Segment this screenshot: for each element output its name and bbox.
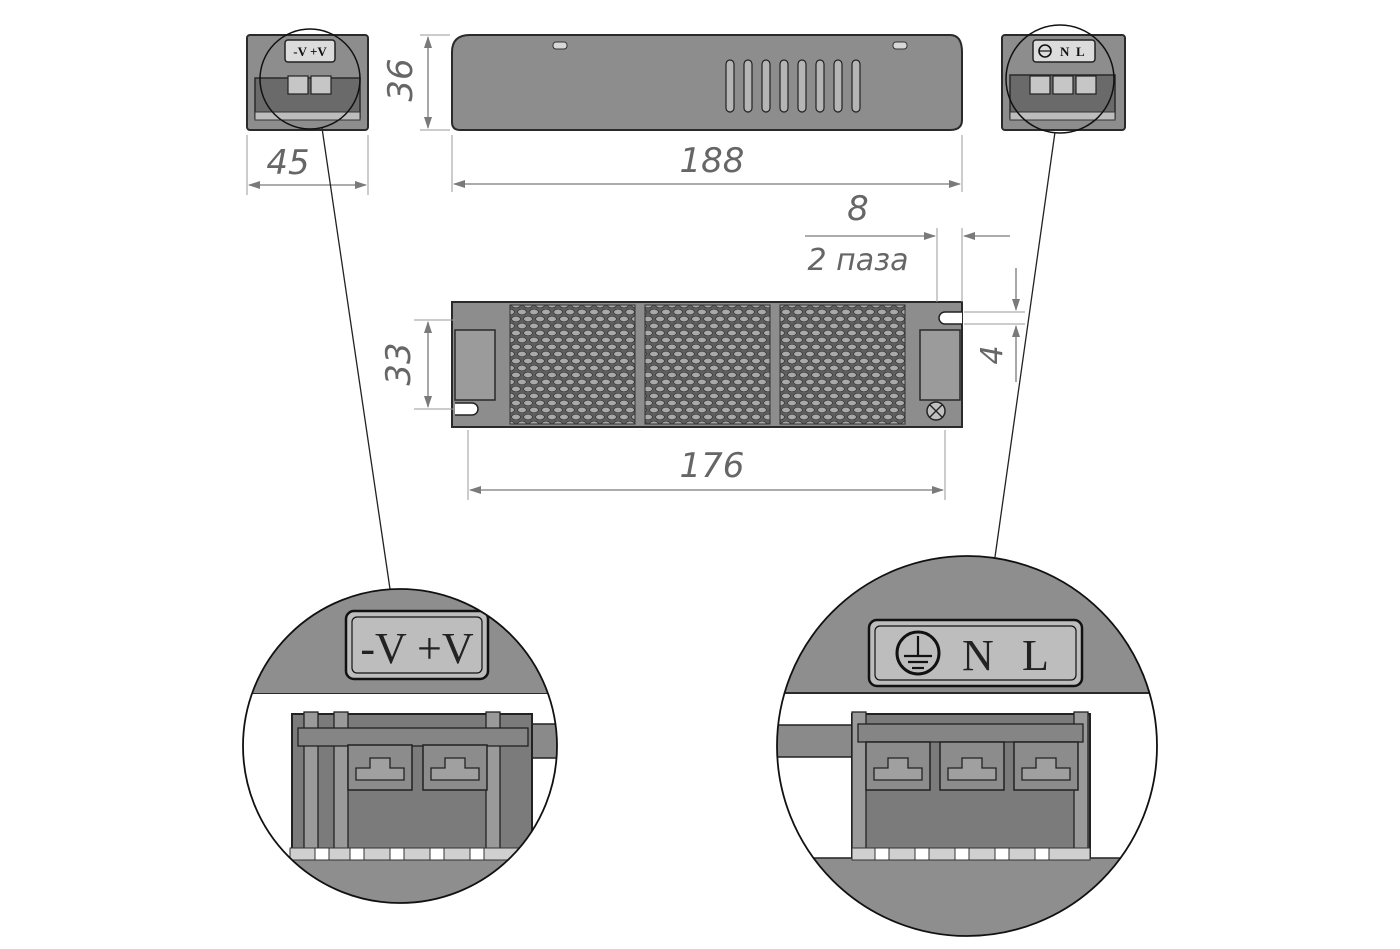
- leader-input: [994, 131, 1056, 558]
- top-view: [451, 301, 963, 428]
- side-view: [451, 34, 963, 131]
- dimension-176: 176: [467, 430, 946, 500]
- height-33-label: 33: [379, 342, 419, 385]
- length-176-label: 176: [680, 446, 745, 486]
- output-terminal-label: -V +V: [360, 624, 473, 673]
- dimension-8-slots: 8 2 паза: [805, 189, 1010, 302]
- length-188-label: 188: [680, 141, 745, 181]
- end-view-output: -V +V: [246, 28, 369, 131]
- height-36-label: 36: [381, 58, 421, 101]
- dimension-33: 33: [379, 319, 455, 410]
- input-l-label: L: [1022, 631, 1049, 680]
- dimension-4: 4: [964, 268, 1025, 382]
- vent-slots: [725, 59, 861, 113]
- slot-depth-4-label: 4: [975, 345, 1010, 364]
- slot-width-8-label: 8: [847, 189, 869, 229]
- leader-output: [321, 127, 391, 590]
- end-view-input: N L: [1001, 24, 1126, 134]
- output-label-small: -V +V: [293, 44, 327, 59]
- detail-input-terminals: N L: [776, 555, 1158, 937]
- input-n-label: N: [962, 631, 994, 680]
- dimension-36: 36: [381, 34, 450, 131]
- ground-icon: [895, 630, 941, 676]
- dimension-188: 188: [451, 135, 963, 192]
- dimension-45: 45: [246, 135, 369, 195]
- input-l-label-small: L: [1076, 44, 1085, 59]
- slot-count-label: 2 паза: [808, 243, 909, 278]
- detail-output-terminals: -V +V: [242, 588, 558, 904]
- input-n-label-small: N: [1060, 44, 1070, 59]
- width-45-label: 45: [266, 143, 309, 183]
